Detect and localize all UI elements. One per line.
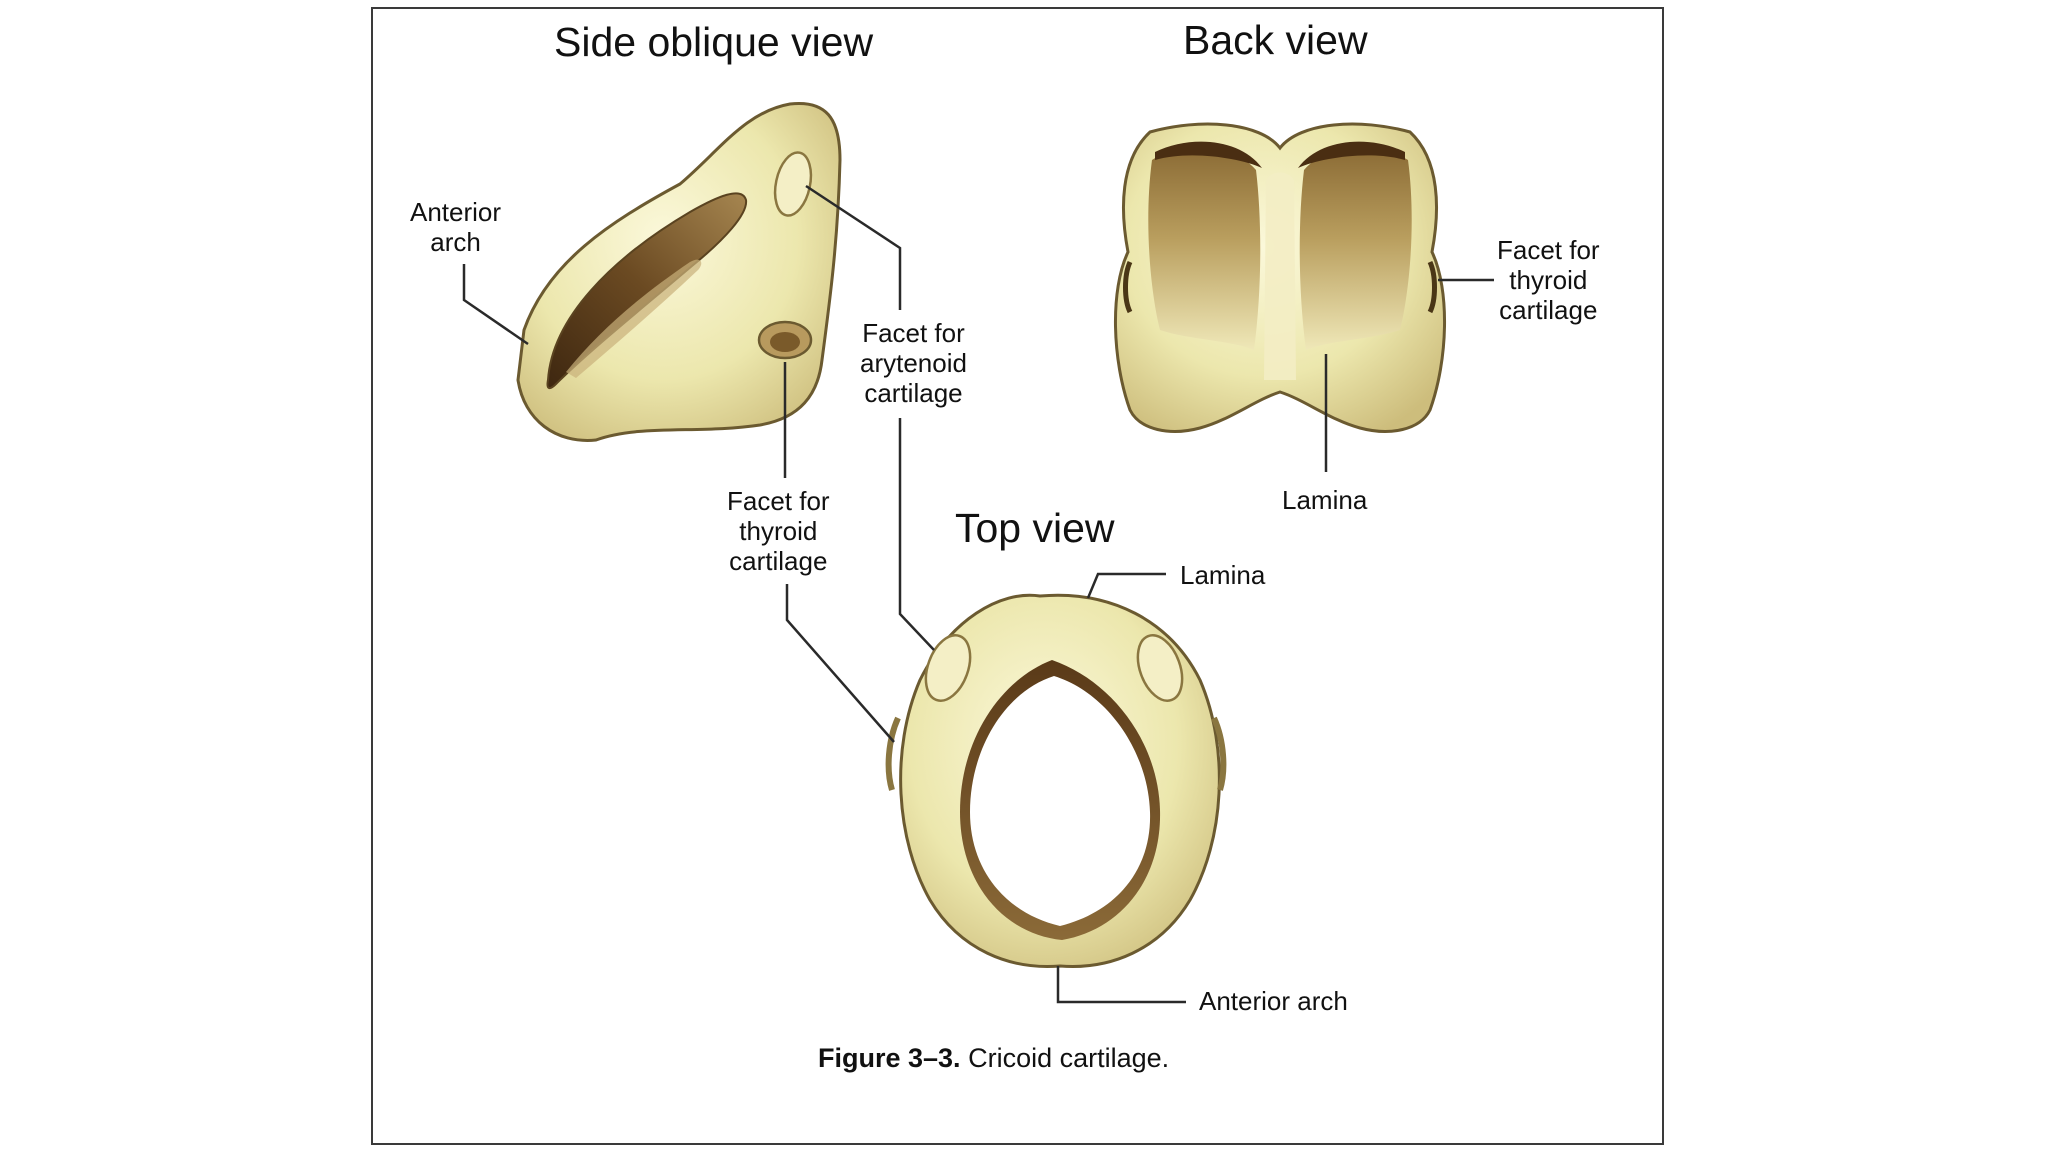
side-oblique-cartilage xyxy=(516,101,842,442)
leader-facet-arytenoid-side xyxy=(805,184,902,310)
leader-lamina-top xyxy=(1086,572,1166,599)
label-lamina-back: Lamina xyxy=(1282,485,1368,515)
back-left-panel xyxy=(1148,146,1261,350)
leader-anterior-arch-side xyxy=(462,264,529,346)
side-groove-highlight xyxy=(566,259,702,378)
label-lamina-top: Lamina xyxy=(1180,560,1266,590)
leader-facet-arytenoid-top xyxy=(898,418,935,651)
figure-caption-text: Cricoid cartilage. xyxy=(968,1043,1170,1073)
back-view-cartilage xyxy=(1113,122,1447,433)
leader-anterior-arch-top xyxy=(1056,966,1186,1004)
figure-caption: Figure 3–3. Cricoid cartilage. xyxy=(818,1043,1169,1074)
figure-number: Figure 3–3. xyxy=(818,1043,961,1073)
title-side-oblique-view: Side oblique view xyxy=(554,19,874,65)
top-arytenoid-facet-left xyxy=(924,634,972,702)
back-median-ridge xyxy=(1264,172,1296,380)
back-right-panel xyxy=(1299,146,1412,350)
title-top-view: Top view xyxy=(955,505,1115,551)
top-arytenoid-facet-right xyxy=(1136,634,1184,702)
title-back-view: Back view xyxy=(1183,17,1368,63)
top-lumen xyxy=(970,676,1151,926)
label-anterior-arch-side: Anterior arch xyxy=(410,197,502,257)
top-view-cartilage xyxy=(885,593,1227,968)
label-facet-arytenoid: Facet for arytenoid cartilage xyxy=(860,318,967,408)
label-facet-thyroid-back: Facet for thyroid cartilage xyxy=(1497,235,1600,325)
leader-facet-thyroid-top xyxy=(785,584,895,743)
label-anterior-arch-top: Anterior arch xyxy=(1199,986,1348,1016)
label-facet-thyroid-side: Facet for thyroid cartilage xyxy=(727,486,830,576)
leader-lines xyxy=(462,184,1494,1004)
